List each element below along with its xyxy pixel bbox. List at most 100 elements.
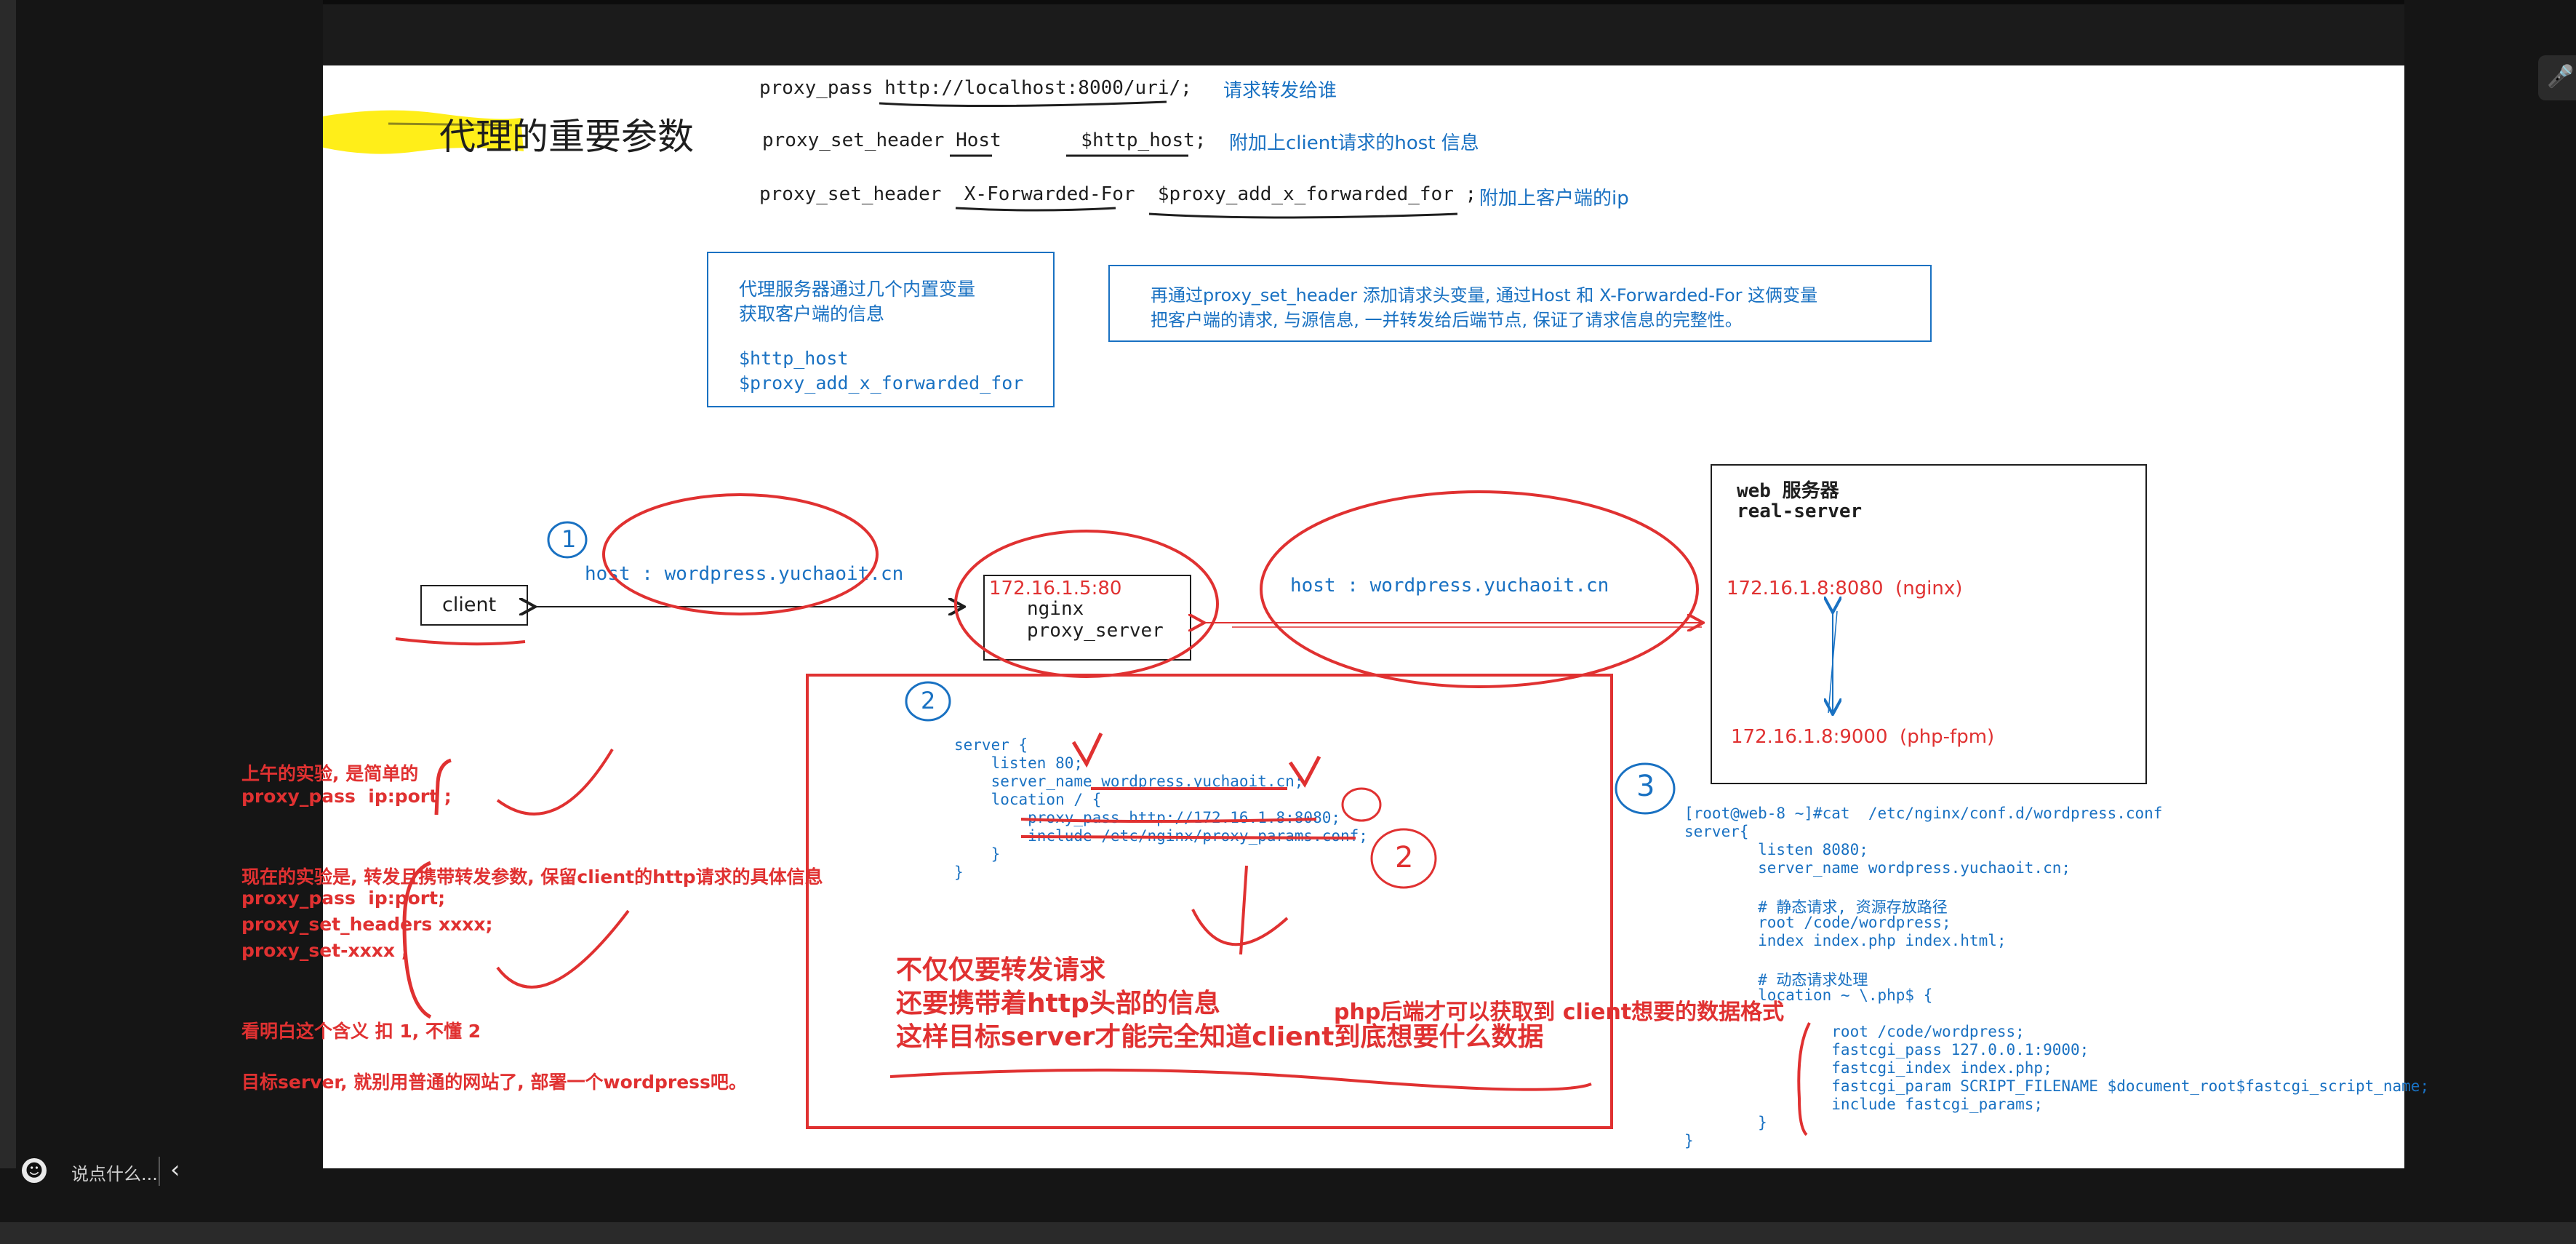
underline-include [1020,835,1356,840]
web-conf-line: root /code/wordpress; [1684,914,1951,931]
highlighter-marks [323,110,524,154]
proxy-name-server: proxy_server [1027,620,1164,642]
left-margin [16,0,323,1244]
web-conf-line: root /code/wordpress; [1684,1023,2025,1040]
web-conf-line: fastcgi_param SCRIPT_FILENAME $document_… [1684,1077,2430,1095]
top-bar [0,0,2576,4]
bottom-strip [0,1222,2576,1244]
microphone-button[interactable]: 🎤 [2538,55,2576,100]
conf-line: server { [954,736,1028,754]
conf-line: listen 80; [954,754,1084,772]
bracket-now [402,861,432,1019]
circle-host-client [602,493,879,615]
underline-proxy-pass [1020,818,1317,823]
web-php-endpoint: 172.16.1.8:9000 (php-fpm) [1731,726,1995,748]
step-number-2-red: 2 [1395,841,1414,874]
morning-note-line2: proxy_pass ip:port ; [241,786,452,807]
number-circle-3 [1615,762,1676,815]
check-1 [496,748,614,816]
web-nginx-endpoint: 172.16.1.8:8080 (nginx) [1727,578,1963,599]
client-box: client [420,585,528,626]
understand-note: 看明白这个含义 扣 1, 不懂 2 [241,1021,481,1042]
bracket-php [1797,1022,1811,1136]
host-label-client: host : wordpress.yuchaoit.cn [585,563,904,585]
web-conf-line: listen 8080; [1684,841,1868,858]
note-box-headers: 再通过proxy_set_header 添加请求头变量, 通过Host 和 X-… [1108,265,1932,342]
circle-proxy [954,530,1219,678]
diagram-arrows [323,65,2404,1168]
web-conf-line: # 动态请求处理 [1684,971,1868,989]
big-note-line: 还要携带着http头部的信息 [896,989,1220,1018]
php-note: php后端才可以获取到 client想要的数据格式 [1334,1000,1785,1025]
circle-host-proxy [1260,490,1699,688]
whiteboard-canvas[interactable]: 代理的重要参数 proxy_pass http://localhost:8000… [323,65,2429,1168]
emoji-icon[interactable]: ☻ [22,1158,47,1183]
web-conf-line: server_name wordpress.yuchaoit.cn; [1684,859,2071,877]
collapse-chevron-icon[interactable]: ‹ [170,1155,180,1184]
param-proxy-pass-note: 请求转发给谁 [1223,80,1337,102]
conf-line: } [954,845,1001,863]
web-conf-line: location ~ \.php$ { [1684,986,1933,1004]
web-conf-line: # 静态请求, 资源存放路径 [1684,898,1948,916]
web-conf-line: server{ [1684,823,1749,840]
bracket-morning [434,758,452,816]
param-underlines [879,100,1458,219]
now-note-line3: proxy_set_headers xxxx; [241,914,493,935]
target-note: 目标server, 就别用普通的网站了, 部署一个wordpress吧。 [241,1072,747,1093]
note-box-variables-line4: $proxy_add_x_forwarded_for [739,372,1024,394]
proxy-name-nginx: nginx [1027,598,1084,620]
param-xff-note: 附加上客户端的ip [1479,188,1629,210]
host-label-proxy: host : wordpress.yuchaoit.cn [1290,575,1609,597]
proxy-ip: 172.16.1.5:80 [989,578,1122,599]
web-conf-line: fastcgi_pass 127.0.0.1:9000; [1684,1041,2089,1058]
now-note-line2: proxy_pass ip:port; [241,888,446,909]
number-circle-2 [905,681,951,722]
web-server-box: web 服务器 real-server 172.16.1.8:8080 (ngi… [1711,464,2147,784]
web-conf-line: index index.php index.html; [1684,932,2007,949]
check-4 [1288,755,1321,788]
morning-note-line1: 上午的实验, 是简单的 [241,763,419,784]
red-highlight-box [806,674,1613,1129]
chat-input-bar[interactable]: ☻ 说点什么... ‹ [16,1151,191,1193]
right-margin [2404,0,2576,1244]
chat-input[interactable]: 说点什么... [71,1164,158,1184]
number-circle-1 [547,521,588,559]
client-label: client [442,594,497,616]
param-host-note: 附加上client请求的host 信息 [1229,132,1479,154]
down-arrow [1191,865,1289,955]
big-note-line: 这样目标server才能完全知道client到底想要什么数据 [896,1022,1544,1052]
chat-separator [159,1157,160,1186]
web-conf-line: } [1684,1132,1694,1149]
arrow-nginx-php-2 [1828,610,1838,714]
note-box-headers-line1: 再通过proxy_set_header 添加请求头变量, 通过Host 和 X-… [1151,285,1818,306]
web-conf-line: } [1684,1114,1767,1131]
web-conf-line: [root@web-8 ~]#cat /etc/nginx/conf.d/wor… [1684,805,2163,822]
param-xff: proxy_set_header X-Forwarded-For $proxy_… [759,183,1477,205]
step-number-1: 1 [561,525,577,553]
web-conf-line: fastcgi_index index.php; [1684,1059,2052,1077]
note-box-headers-line2: 把客户端的请求, 与源信息, 一并转发给后端节点, 保证了请求信息的完整性。 [1151,310,1743,330]
note-box-variables-line1: 代理服务器通过几个内置变量 [739,279,976,300]
conf-line: location / { [954,791,1102,808]
microphone-icon: 🎤 [2547,64,2575,89]
param-host: proxy_set_header Host $http_host; [762,129,1207,151]
note-box-variables-line2: 获取客户端的信息 [739,303,885,324]
page-title: 代理的重要参数 [439,116,694,158]
big-note-line: 不仅仅要转发请求 [896,955,1106,985]
web-server-title: web 服务器 [1737,480,1839,502]
conf-line: proxy_pass http://172.16.1.8:8080; [954,809,1341,826]
web-server-subtitle: real-server [1737,501,1863,522]
check-3 [1071,732,1103,768]
underline-big-note [889,1068,1592,1091]
now-note-line1: 现在的实验是, 转发且携带转发参数, 保留client的http请求的具体信息 [241,866,823,888]
step-number-3: 3 [1636,770,1655,803]
conf-line: } [954,864,964,881]
left-edge-strip [0,0,16,1244]
underline-client [395,637,526,646]
step-number-2: 2 [921,687,936,714]
check-2 [496,909,630,989]
number-circle-2c [1370,828,1437,889]
now-note-line4: proxy_set-xxxx ; [241,940,409,961]
param-proxy-pass: proxy_pass http://localhost:8000/uri/; [759,77,1192,99]
note-box-variables-line3: $http_host [739,348,849,369]
